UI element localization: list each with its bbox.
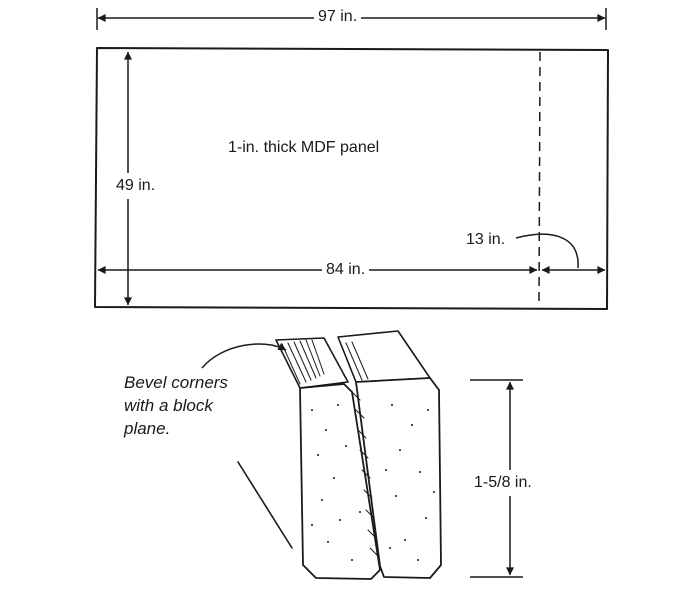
left-bevel-hatch [281,339,325,385]
panel-title: 1-in. thick MDF panel [228,139,380,156]
left-panel-top [275,337,349,389]
bevel-note-line-3: plane. [124,419,171,438]
offcut-label: 13 in. [466,231,506,248]
cut-line [538,51,541,307]
bevel-leader [201,342,287,369]
right-panel-face [355,377,442,579]
thickness-label: 1-5/8 in. [472,470,534,496]
bevel-note-line-1: Bevel corners [124,373,228,392]
mdf-stipple [311,404,435,561]
right-bevel-hatch [345,341,369,381]
bevel-note-line-2: with a block [124,396,213,415]
left-panel-face [299,383,381,580]
shadow-line [237,461,293,549]
height-label: 49 in. [114,173,158,199]
offcut-leader [515,233,579,269]
cut-label: 84 in. [322,261,370,279]
width-label: 97 in. [314,8,362,26]
panel-outline [94,47,609,310]
joint-gap-shading [351,391,379,557]
edge-detail-sketch [237,330,442,580]
